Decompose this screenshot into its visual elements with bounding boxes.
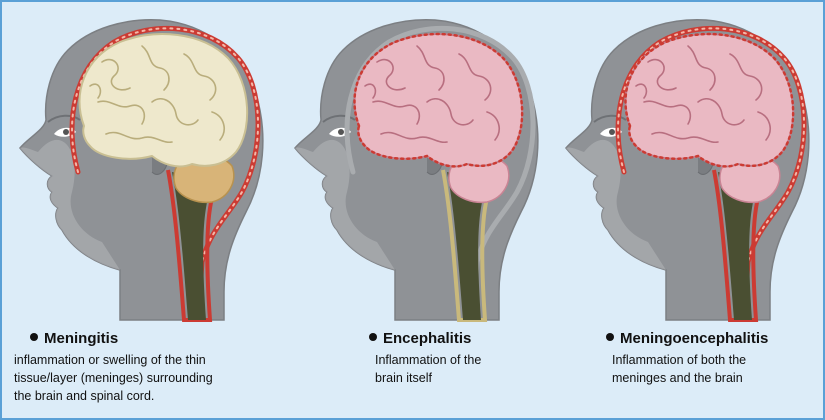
panel-meningoencephalitis: Meningoencephalitis Inflammation of both…: [548, 2, 823, 418]
bullet-icon: [30, 333, 38, 341]
caption-title: Meningoencephalitis: [606, 330, 768, 348]
brain: [626, 34, 794, 166]
caption-title: Meningitis: [14, 330, 213, 348]
pupil-icon: [63, 129, 69, 135]
title-text: Encephalitis: [383, 330, 471, 347]
head-illustration-meningitis: [2, 2, 277, 322]
caption-description: inflammation or swelling of the thin tis…: [14, 351, 213, 405]
caption-meningoencephalitis: Meningoencephalitis Inflammation of both…: [606, 330, 768, 387]
description-line: tissue/layer (meninges) surrounding: [14, 369, 213, 387]
brain: [355, 34, 523, 166]
description-line: inflammation or swelling of the thin: [14, 351, 213, 369]
description-line: Inflammation of the: [375, 351, 481, 369]
bullet-icon: [369, 333, 377, 341]
caption-description: Inflammation of both the meninges and th…: [606, 351, 768, 387]
description-line: brain itself: [375, 369, 481, 387]
caption-meningitis: Meningitis inflammation or swelling of t…: [14, 330, 213, 405]
head-illustration-encephalitis: [277, 2, 552, 322]
title-text: Meningoencephalitis: [620, 330, 768, 347]
caption-encephalitis: Encephalitis Inflammation of the brain i…: [369, 330, 481, 387]
head-illustration-meningoencephalitis: [548, 2, 823, 322]
pupil-icon: [609, 129, 615, 135]
brain: [80, 34, 248, 166]
panel-meningitis: Meningitis inflammation or swelling of t…: [2, 2, 277, 418]
description-line: Inflammation of both the: [612, 351, 768, 369]
description-line: meninges and the brain: [612, 369, 768, 387]
panel-encephalitis: Encephalitis Inflammation of the brain i…: [277, 2, 552, 418]
title-text: Meningitis: [44, 330, 118, 347]
caption-title: Encephalitis: [369, 330, 481, 348]
bullet-icon: [606, 333, 614, 341]
description-line: the brain and spinal cord.: [14, 387, 213, 405]
caption-description: Inflammation of the brain itself: [369, 351, 481, 387]
pupil-icon: [338, 129, 344, 135]
